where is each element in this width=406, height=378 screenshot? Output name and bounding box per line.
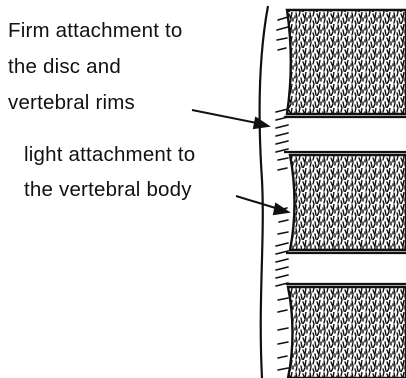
arrow-firm-attachment: [192, 110, 268, 128]
label-light-attachment-line1: light attachment to: [24, 145, 195, 165]
intervertebral-disc-lower: [286, 253, 406, 284]
label-firm-attachment-line2: the disc and: [8, 57, 121, 77]
vertebral-body-lower: [288, 287, 406, 378]
intervertebral-disc-upper: [284, 117, 406, 152]
ligament-outline: [260, 6, 268, 378]
vertebral-body-upper: [287, 10, 406, 114]
label-light-attachment-line2: the vertebral body: [24, 180, 192, 200]
vertebral-body-middle: [290, 155, 406, 250]
label-firm-attachment-line3: vertebral rims: [8, 93, 135, 113]
ligament-fibers: [276, 17, 288, 370]
label-firm-attachment-line1: Firm attachment to: [8, 21, 183, 41]
